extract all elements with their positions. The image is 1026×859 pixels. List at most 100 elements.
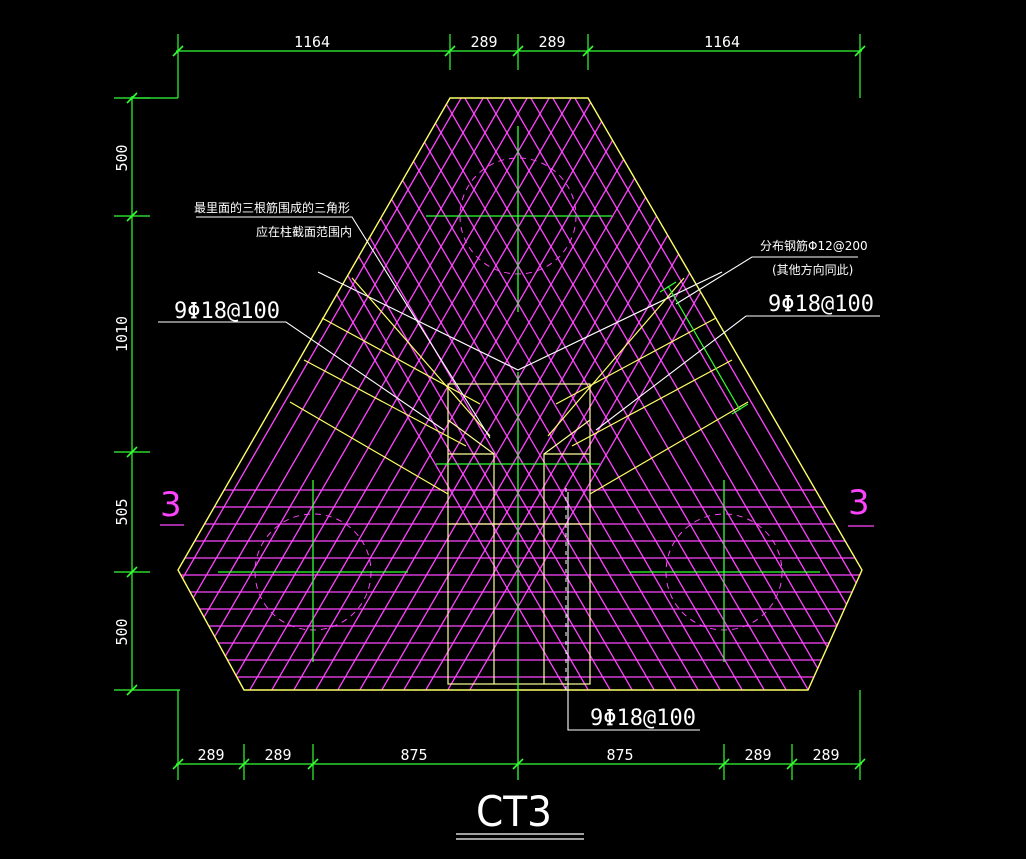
rebar-line [680, 98, 862, 690]
rebar-line [178, 98, 573, 690]
rebar-line [240, 98, 683, 690]
rebar-line [178, 98, 224, 690]
dim-bottom-3: 875 [400, 746, 427, 764]
rebar-line [178, 98, 444, 690]
dimension-lines [114, 34, 862, 780]
dim-top-1: 1164 [294, 33, 330, 51]
rebar-line [768, 98, 862, 690]
dim-bottom-1: 289 [197, 746, 224, 764]
section-mark-left-text: 3 [160, 485, 182, 525]
rebar-label-right: 9Φ18@100 [768, 292, 874, 317]
rebar-line [178, 98, 312, 690]
rebar-line [178, 98, 422, 690]
rebar-line [178, 98, 576, 690]
dim-left-2: 1010 [113, 316, 131, 352]
dimension-texts: 1164 289 289 1164 289 289 875 875 289 28… [113, 33, 840, 764]
rebar-line [178, 98, 268, 690]
note-distribution-line2: (其他方向同此) [772, 262, 853, 277]
rebar-line [284, 98, 727, 690]
rebar-line [306, 98, 749, 690]
rebar-line [724, 98, 862, 690]
rebar-line [463, 98, 862, 690]
rebar-line [178, 98, 532, 690]
rebar-line [331, 98, 774, 690]
rebar-line [372, 98, 815, 690]
dim-bottom-2: 289 [264, 746, 291, 764]
rebar-line [178, 98, 466, 690]
rebar-line [265, 98, 708, 690]
inner-triangle-lines [317, 271, 723, 371]
dim-left-1: 500 [113, 144, 131, 171]
dim-top-4: 1164 [704, 33, 740, 51]
rebar-line [375, 98, 818, 690]
rebar-grid [178, 98, 862, 690]
distribution-bracket [659, 281, 749, 415]
dim-left-4: 500 [113, 618, 131, 645]
rebar-line [262, 98, 705, 690]
rebar-line [178, 98, 598, 690]
rebar-line [328, 98, 771, 690]
rebar-line [394, 98, 837, 690]
drawing-title: CT3 [476, 787, 552, 836]
note-inner-triangle-line2: 应在柱截面范围内 [256, 224, 352, 239]
rebar-line [178, 98, 356, 690]
rebar-line [178, 98, 378, 690]
rebar-line [658, 98, 862, 690]
rebar-line [178, 98, 202, 690]
rebar-line [812, 98, 862, 690]
rebar-line [199, 98, 642, 690]
rebar-line [441, 98, 862, 690]
rebar-line [834, 98, 862, 690]
rebar-line [636, 98, 862, 690]
rebar-line [218, 98, 661, 690]
rebar-label-bottom: 9Φ18@100 [590, 706, 696, 731]
rebar-line [438, 98, 862, 690]
rebar-line [419, 98, 862, 690]
rebar-side-lines [289, 277, 749, 495]
rebar-line [460, 98, 862, 690]
section-mark-right: 3 [848, 483, 874, 527]
rebar-line [746, 98, 862, 690]
dim-top-3: 289 [538, 33, 565, 51]
dim-top-2: 289 [470, 33, 497, 51]
dim-bottom-4: 875 [606, 746, 633, 764]
rebar-line [178, 98, 595, 690]
rebar-line [221, 98, 664, 690]
dim-left-3: 505 [113, 498, 131, 525]
rebar-line [178, 98, 290, 690]
rebar-line [570, 98, 862, 690]
rebar-line [309, 98, 752, 690]
rebar-line [350, 98, 793, 690]
dim-bottom-5: 289 [744, 746, 771, 764]
center-lines [218, 126, 820, 780]
rebar-label-left: 9Φ18@100 [174, 299, 280, 324]
rebar-line [790, 98, 862, 690]
leader-lines [158, 216, 880, 731]
rebar-line [416, 98, 859, 690]
dimension-ticks [126, 45, 866, 770]
dim-bottom-6: 289 [812, 746, 839, 764]
note-distribution-line1: 分布钢筋Φ12@200 [760, 238, 868, 253]
rebar-line [504, 98, 862, 690]
section-mark-left: 3 [160, 485, 184, 526]
rebar-line [482, 98, 862, 690]
rebar-line [702, 98, 862, 690]
rebar-line [397, 98, 840, 690]
rebar-line [178, 98, 554, 690]
section-mark-right-text: 3 [848, 483, 870, 523]
rebar-line [178, 98, 620, 690]
rebar-line [243, 98, 686, 690]
cap-outline [177, 97, 863, 691]
rebar-line [548, 98, 862, 690]
rebar-line [196, 98, 639, 690]
rebar-line [178, 98, 617, 690]
column-section [447, 383, 591, 685]
rebar-line [287, 98, 730, 690]
rebar-line [178, 98, 510, 690]
rebar-line [526, 98, 862, 690]
rebar-line [178, 98, 400, 690]
note-inner-triangle-line1: 最里面的三根筋围成的三角形 [194, 200, 350, 215]
rebar-line [592, 98, 862, 690]
rebar-line [353, 98, 796, 690]
